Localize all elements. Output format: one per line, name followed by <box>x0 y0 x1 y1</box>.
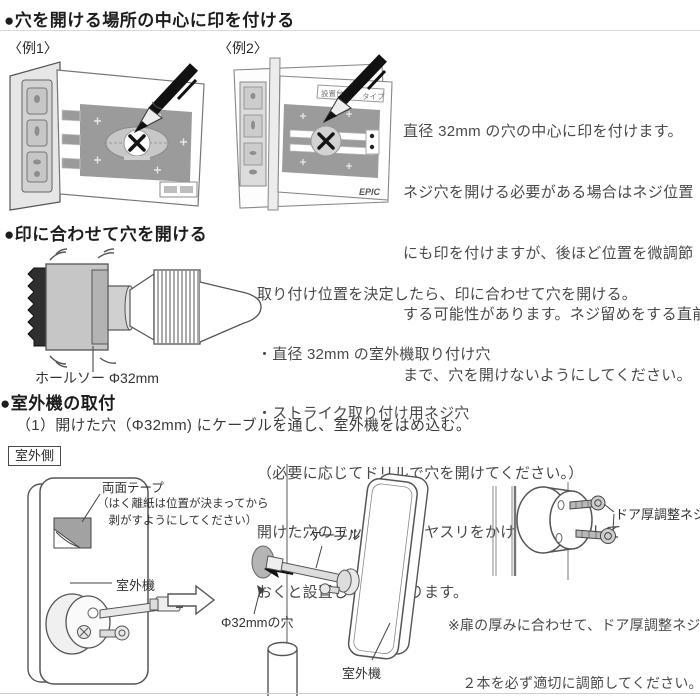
marking-template-sheet <box>56 69 205 207</box>
template-label-left: 設置台紙 <box>321 88 351 98</box>
tape-label-leader <box>81 493 101 523</box>
center-x-mark <box>128 134 146 152</box>
tape-label-line1: 両面テープ <box>102 481 164 495</box>
epic-logo: EPIC <box>359 187 381 197</box>
page-bottom-divider <box>0 693 700 694</box>
tape-label-line2: （はく離紙は位置が決まってから <box>97 498 269 510</box>
center-x-mark <box>317 132 335 150</box>
screw-label: ドア厚調整ネジ <box>615 507 700 522</box>
screw-label-leader-1 <box>603 503 615 513</box>
collar-ribs <box>157 271 199 343</box>
unit-left-label: 室外機 <box>116 578 156 593</box>
direction-arrow-icon <box>167 584 216 616</box>
handle-pole <box>267 641 298 696</box>
adjust-screw <box>99 625 130 641</box>
hole-label: Φ32mmの穴 <box>221 615 294 630</box>
door-edge-with-hole <box>251 464 298 696</box>
pen-icon <box>322 54 387 124</box>
example2-label: 〈例2〉 <box>218 40 268 56</box>
outdoor-unit-back-view <box>27 477 183 685</box>
cable-label: ケーブル <box>309 528 361 543</box>
marking-template-sheet: 設置台紙 タイプ EPIC <box>277 75 393 201</box>
mark-body-text: 直径 32mm の穴の中心に印を付けます。 ネジ穴を開ける必要がある場合はネジ位… <box>403 123 700 384</box>
holesaw-drill <box>27 248 262 372</box>
example2-illustration: 設置台紙 タイプ EPIC <box>233 54 393 211</box>
cable-label-leader <box>315 545 323 569</box>
outdoor-side-box: 室外側 <box>8 445 62 466</box>
attach-step1: （1）開けた穴（Φ32mm) にケーブルを通し、室外機をはめ込む。 <box>16 417 472 434</box>
lock-cylinder <box>45 593 111 655</box>
vibration-marks <box>49 248 117 368</box>
door-section-lines <box>492 482 569 580</box>
unit-right-label: 室外機 <box>342 666 382 681</box>
drill-body-text: 取り付け位置を決定したら、印に合わせて穴を開ける。 ・直径 32mm の室外機取… <box>257 286 638 601</box>
screw-label-leader-2 <box>612 513 615 531</box>
section-divider-top <box>0 30 700 31</box>
section-heading-attach: ●室外機の取付 <box>0 394 116 413</box>
template-label-right: タイプ <box>362 92 385 101</box>
cylinder-with-screws <box>516 486 616 554</box>
attach-notes: ※扉の厚みに合わせて、ドア厚調整ネジ ２本を必ず適切に調節してください。 ※対応… <box>448 617 700 691</box>
outdoor-unit-tilted <box>319 473 429 660</box>
section-heading-mark: ●穴を開ける場所の中心に印を付ける <box>4 11 295 30</box>
example1-label: 〈例1〉 <box>8 40 58 56</box>
door-jamb <box>9 61 61 211</box>
section-heading-drill: ●印に合わせて穴を開ける <box>4 225 208 244</box>
pen-icon <box>133 63 199 134</box>
tool-label: ホールソー Φ32mm <box>35 370 159 386</box>
tape-label-line3: 剥がすようにしてください） <box>97 515 258 527</box>
example1-illustration <box>9 61 205 211</box>
door-thickness-screw-2 <box>575 528 616 544</box>
attach-illustration <box>27 464 616 696</box>
unit-right-label-leader <box>371 622 391 661</box>
door-thickness-screw-1 <box>569 495 606 511</box>
double-sided-tape <box>53 517 92 549</box>
template-cross-marks <box>300 111 352 169</box>
holesaw-illustration <box>27 248 262 372</box>
